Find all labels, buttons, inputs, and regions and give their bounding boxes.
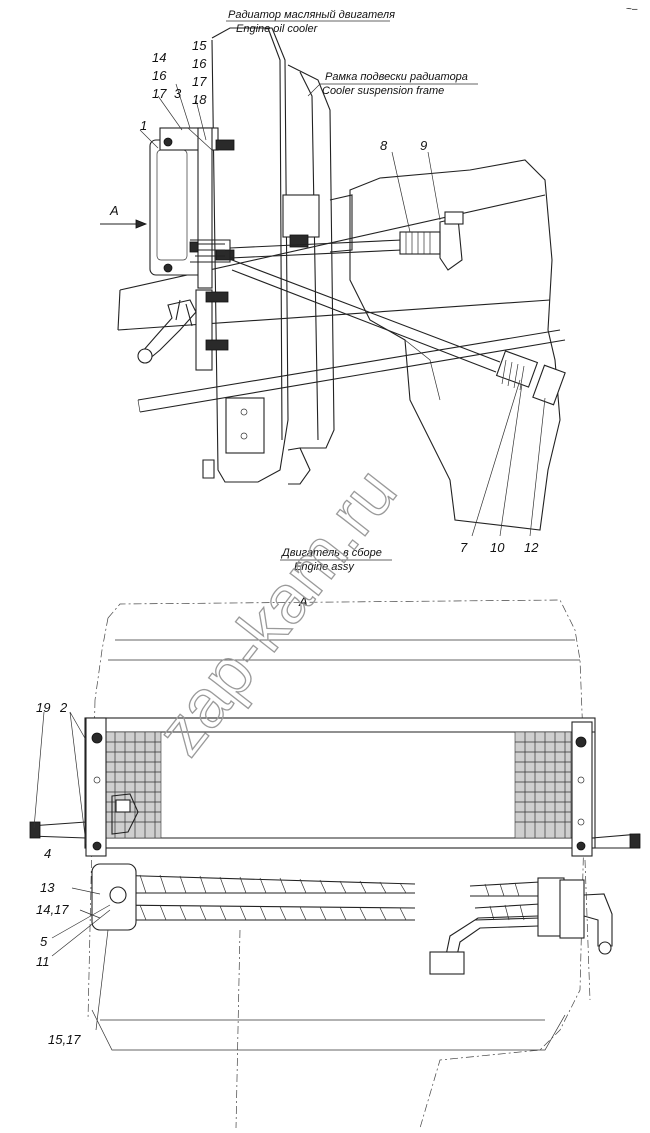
section-a-label: A <box>298 594 308 609</box>
caption-frame-ru: Рамка подвески радиатора <box>325 71 468 83</box>
mounting-bracket-assembly <box>149 127 235 289</box>
callout-11: 11 <box>36 954 50 969</box>
callout-2: 2 <box>59 700 68 715</box>
callout-13: 13 <box>40 880 55 895</box>
callout-15: 15 <box>192 38 207 53</box>
oil-hose-upper <box>229 211 464 271</box>
caption-engine-ru: Двигатель в сборе <box>280 547 382 559</box>
side-pipes-view-a <box>29 821 641 849</box>
callout-5: 5 <box>40 934 48 949</box>
oil-hoses-view-a <box>91 863 613 975</box>
callout-18: 18 <box>192 92 207 107</box>
oil-cooler-core <box>202 27 311 485</box>
callout-14: 14 <box>152 50 166 65</box>
callout-10: 10 <box>490 540 505 555</box>
callout-16: 16 <box>152 68 167 83</box>
callout-17a: 17 <box>152 86 167 101</box>
corner-mark: ~– <box>626 4 638 15</box>
caption-oil-cooler-en: Engine oil cooler <box>236 23 319 35</box>
oil-cooler-core-view-a <box>84 717 596 849</box>
caption-engine-en: Engine assy <box>294 561 355 573</box>
callout-3: 3 <box>174 86 182 101</box>
callout-9: 9 <box>420 138 427 153</box>
side-brackets-view-a <box>85 717 593 857</box>
engine-outline-view-a <box>87 599 591 1129</box>
caption-oil-cooler-ru: Радиатор масляный двигателя <box>228 9 395 21</box>
callout-19: 19 <box>36 700 50 715</box>
callouts-bottom: 19 2 4 13 14,17 5 11 15,17 <box>36 700 81 1047</box>
arrow-a-label: A <box>109 203 119 218</box>
leader-lines-top <box>139 83 546 537</box>
callout-15-17: 15,17 <box>48 1032 81 1047</box>
callout-12: 12 <box>524 540 539 555</box>
view-arrow-a: A <box>100 203 148 229</box>
leader-lines-bottom <box>33 711 111 1031</box>
callout-1: 1 <box>140 118 147 133</box>
cooler-suspension-frame <box>282 64 353 449</box>
callout-8: 8 <box>380 138 388 153</box>
callout-16b: 16 <box>192 56 207 71</box>
oil-hose-lower <box>231 259 566 406</box>
callout-7: 7 <box>460 540 468 555</box>
caption-oil-cooler: Радиатор масляный двигателя Engine oil c… <box>226 9 395 35</box>
callout-4: 4 <box>44 846 51 861</box>
caption-engine: Двигатель в сборе Engine assy <box>280 547 392 573</box>
callout-17b: 17 <box>192 74 207 89</box>
callouts-top: 14 16 17 3 1 15 16 17 18 8 9 7 10 12 <box>140 38 539 555</box>
engine-block-outline <box>349 159 561 531</box>
caption-frame-en: Cooler suspension frame <box>322 85 444 97</box>
lower-bracket-and-elbow <box>137 289 229 371</box>
callout-14-17: 14,17 <box>36 902 69 917</box>
caption-frame: Рамка подвески радиатора Cooler suspensi… <box>307 71 478 97</box>
